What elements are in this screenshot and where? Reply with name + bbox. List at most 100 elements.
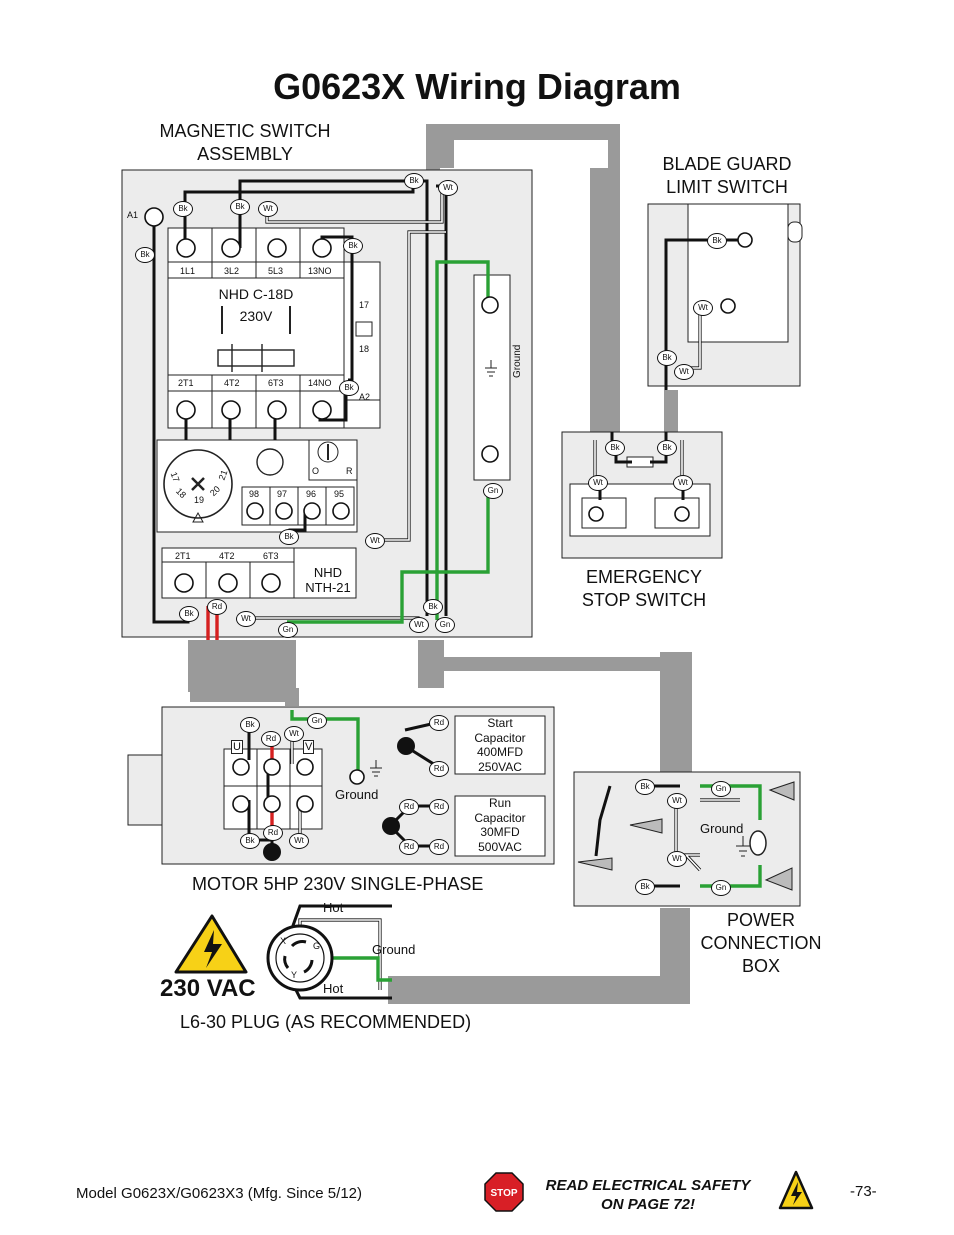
ground-bar-label: Ground <box>512 344 523 378</box>
wire-tag-bk: Bk <box>135 247 155 263</box>
wire-tag-wt: Wt <box>409 617 429 633</box>
wire-tag-wt: Wt <box>667 851 687 867</box>
wire-tag-bk: Bk <box>404 173 424 189</box>
wire-tag-wt: Wt <box>674 364 694 380</box>
plug-y: Y <box>291 970 298 980</box>
wire-tag-rd: Rd <box>429 839 449 855</box>
wire-tag-wt: Wt <box>236 611 256 627</box>
terminal-a2: A2 <box>359 392 371 402</box>
wire-tag-rd: Rd <box>399 799 419 815</box>
wire-tag-bk: Bk <box>657 440 677 456</box>
start-capacitor <box>454 715 546 775</box>
ol-terminal-6t3: 6T3 <box>263 551 279 561</box>
plug-label: L6-30 PLUG (AS RECOMMENDED) <box>180 1012 472 1032</box>
wire-tag-gn: Gn <box>711 880 731 896</box>
page-title: G0623X Wiring Diagram <box>273 66 681 107</box>
wire-tag-bk: Bk <box>635 879 655 895</box>
terminal-96: 96 <box>306 489 317 499</box>
wire-nuts <box>577 781 795 891</box>
terminal-13no: 13NO <box>308 266 332 276</box>
terminal-1l1: 1L1 <box>180 266 196 276</box>
terminal-17: 17 <box>359 300 370 310</box>
wire-tag-gn: Gn <box>483 483 503 499</box>
overload-o: O <box>312 466 320 476</box>
conduit-plug-block <box>388 976 690 1004</box>
plug-x: X <box>280 936 287 946</box>
wire-tag-wt: Wt <box>693 300 713 316</box>
wire-tag-rd: Rd <box>429 799 449 815</box>
wire-tag-wt: Wt <box>438 180 458 196</box>
run-capacitor <box>454 795 546 857</box>
wire-tag-gn: Gn <box>435 617 455 633</box>
dial-19: 19 <box>194 495 205 505</box>
terminal-a1: A1 <box>127 210 139 220</box>
terminal-98: 98 <box>249 489 260 499</box>
ol-terminal-4t2: 4T2 <box>219 551 235 561</box>
wire-tag-bk: Bk <box>179 606 199 622</box>
wire-tag-gn: Gn <box>307 713 327 729</box>
wire-tag-rd: Rd <box>399 839 419 855</box>
conduit-motor-block <box>188 640 296 692</box>
wire-tag-bk: Bk <box>343 238 363 254</box>
wire-tag-gn: Gn <box>711 781 731 797</box>
wire-tag-wt: Wt <box>284 726 304 742</box>
page-number: -73- <box>850 1183 877 1200</box>
wire-tag-bk: Bk <box>635 779 655 795</box>
plug-ground: Ground <box>372 942 416 957</box>
wire-tag-rd: Rd <box>263 825 283 841</box>
overload-r: R <box>346 466 353 476</box>
wire-tag-wt: Wt <box>365 533 385 549</box>
wire-tag-gn: Gn <box>278 622 298 638</box>
terminal-14no: 14NO <box>308 378 332 388</box>
wire-tag-bk: Bk <box>279 529 299 545</box>
wire-tag-bk: Bk <box>339 380 359 396</box>
warning-triangle-icon <box>778 1170 814 1212</box>
motor-ground: Ground <box>335 787 379 802</box>
terminal-97: 97 <box>277 489 288 499</box>
terminal-2t1: 2T1 <box>178 378 194 388</box>
footer-model: Model G0623X/G0623X3 (Mfg. Since 5/12) <box>76 1185 362 1202</box>
wire-tag-rd: Rd <box>261 731 281 747</box>
wire-tag-rd: Rd <box>429 761 449 777</box>
wire-tag-wt: Wt <box>673 475 693 491</box>
motor-label: MOTOR 5HP 230V SINGLE-PHASE <box>192 874 484 894</box>
wire-tag-bk: Bk <box>240 833 260 849</box>
wire-tag-bk: Bk <box>240 717 260 733</box>
conduits <box>188 124 692 1004</box>
terminal-18: 18 <box>359 344 370 354</box>
motor-terminal-u: U <box>231 740 243 754</box>
wire-tag-wt: Wt <box>258 201 278 217</box>
wire-tag-wt: Wt <box>289 833 309 849</box>
wire-tag-bk: Bk <box>707 233 727 249</box>
contactor-coil: 230V <box>239 308 273 324</box>
wire-tag-bk: Bk <box>423 599 443 615</box>
power-box-ground: Ground <box>700 821 744 836</box>
plug-hot-bottom: Hot <box>323 981 344 996</box>
wire-tag-bk: Bk <box>657 350 677 366</box>
terminal-4t2: 4T2 <box>224 378 240 388</box>
high-voltage-warning-icon <box>174 914 248 974</box>
terminal-3l2: 3L2 <box>224 266 240 276</box>
terminal-screws <box>144 207 753 861</box>
plug-g: G <box>313 941 321 951</box>
wire-tag-rd: Rd <box>207 599 227 615</box>
wire-tag-rd: Rd <box>429 715 449 731</box>
voltage-label: 230 VAC <box>160 975 256 1002</box>
wire-tag-wt: Wt <box>588 475 608 491</box>
terminal-95: 95 <box>334 489 345 499</box>
terminal-5l3: 5L3 <box>268 266 284 276</box>
wire-tag-bk: Bk <box>173 201 193 217</box>
plug-hot-top: Hot <box>323 900 344 915</box>
wire-tag-wt: Wt <box>667 793 687 809</box>
wire-tag-bk: Bk <box>230 199 250 215</box>
stop-sign-text: STOP <box>490 1188 517 1199</box>
wire-tag-bk: Bk <box>605 440 625 456</box>
motor-terminal-v: V <box>303 740 315 754</box>
